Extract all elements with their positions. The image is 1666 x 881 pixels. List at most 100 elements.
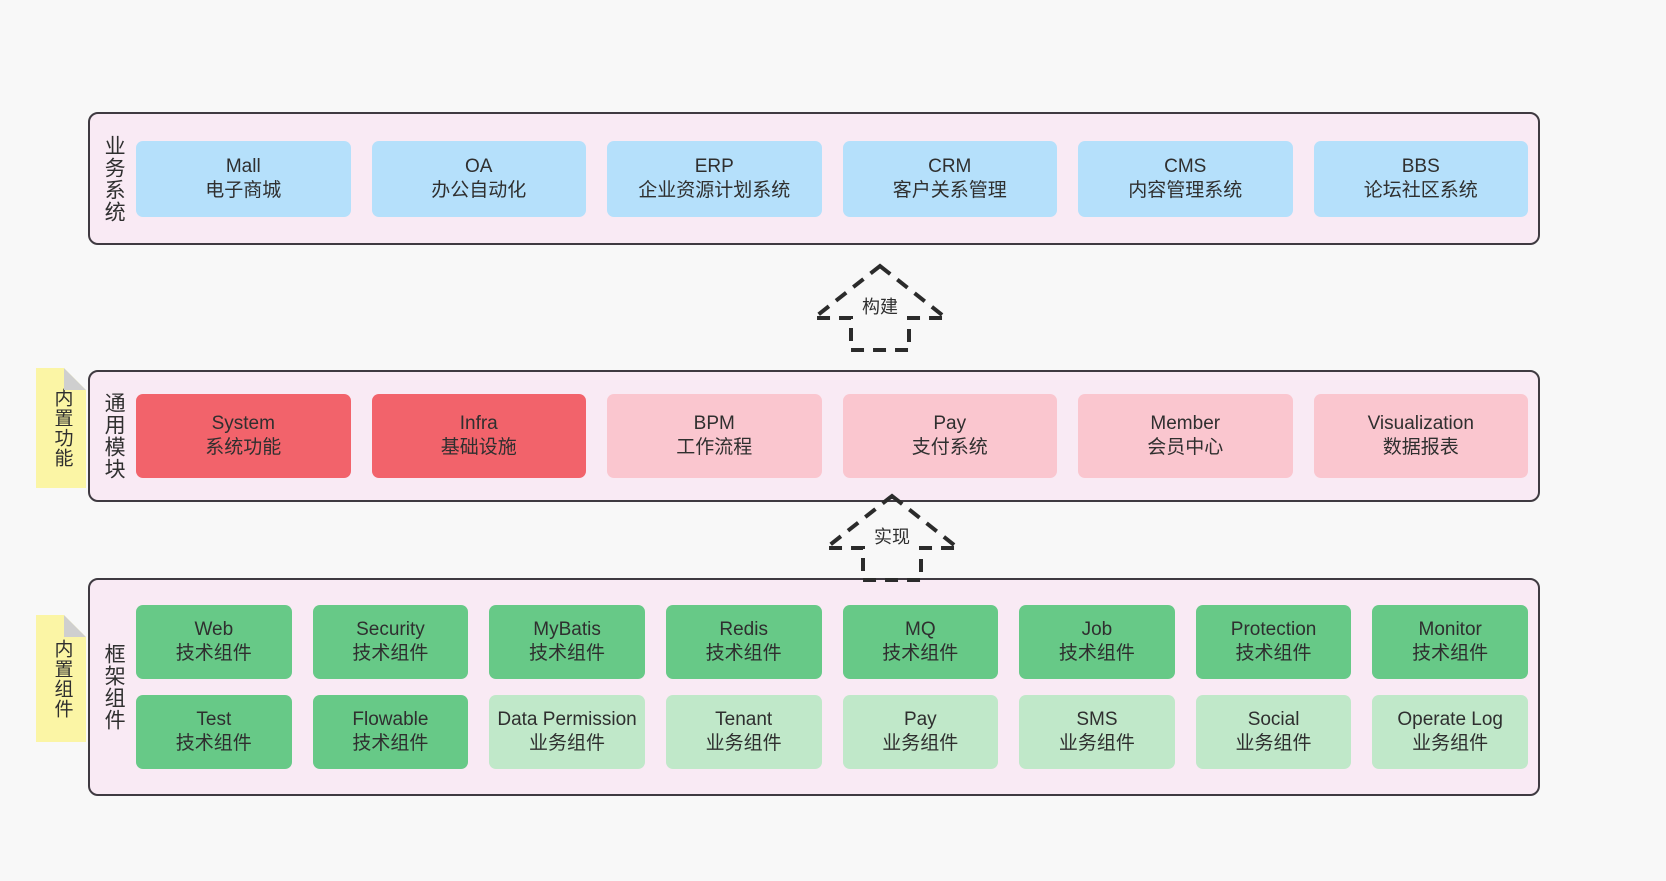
box-title: Visualization (1367, 413, 1474, 435)
framework-box-mybatis[interactable]: MyBatis 技术组件 (489, 605, 645, 679)
box-title: Mall (225, 155, 261, 177)
layer-framework-title: 框架组件 (102, 643, 126, 731)
box-subtitle: 技术组件 (882, 643, 959, 664)
box-title: MyBatis (533, 619, 601, 641)
box-title: SMS (1076, 709, 1118, 731)
business-box-mall[interactable]: Mall 电子商城 (136, 140, 351, 217)
layer-common-modules[interactable]: 通用模块 System 系统功能 Infra 基础设施 BPM 工作流程 Pay… (88, 370, 1540, 502)
note-builtin-function: 内置功能 (36, 368, 86, 488)
framework-box-test[interactable]: Test 技术组件 (136, 695, 292, 769)
layer-framework-components[interactable]: 框架组件 Web 技术组件 Security 技术组件 MyBatis 技术组件… (88, 578, 1540, 796)
connector-implement-arrow: 实现 (812, 492, 972, 582)
module-box-infra[interactable]: Infra 基础设施 (371, 394, 586, 478)
box-subtitle: 办公自动化 (431, 179, 527, 201)
framework-box-job[interactable]: Job 技术组件 (1019, 605, 1175, 679)
framework-box-social[interactable]: Social 业务组件 (1195, 695, 1352, 769)
framework-box-tenant[interactable]: Tenant 业务组件 (665, 695, 822, 769)
framework-box-data-permission[interactable]: Data Permission 业务组件 (489, 695, 645, 769)
box-title: Job (1081, 619, 1113, 641)
layer-business-systems[interactable]: 业务系统 Mall 电子商城 OA 办公自动化 ERP 企业资源计划系统 CRM… (88, 112, 1540, 245)
business-box-erp[interactable]: ERP 企业资源计划系统 (607, 140, 822, 217)
box-subtitle: 技术组件 (705, 643, 782, 664)
box-subtitle: 业务组件 (705, 733, 782, 754)
module-box-system[interactable]: System 系统功能 (136, 394, 351, 478)
business-box-bbs[interactable]: BBS 论坛社区系统 (1313, 140, 1528, 217)
module-box-member[interactable]: Member 会员中心 (1078, 394, 1293, 478)
box-title: Operate Log (1397, 709, 1503, 731)
framework-box-redis[interactable]: Redis 技术组件 (665, 605, 822, 679)
box-title: Pay (933, 413, 967, 435)
connector-build-arrow: 构建 (800, 262, 960, 352)
framework-row-business: Test 技术组件 Flowable 技术组件 Data Permission … (136, 695, 1528, 769)
note-builtin-component-label: 内置组件 (51, 638, 73, 719)
box-subtitle: 客户关系管理 (892, 179, 1007, 201)
box-subtitle: 业务组件 (529, 733, 606, 754)
connector-implement-label: 实现 (874, 527, 910, 547)
box-subtitle: 内容管理系统 (1128, 179, 1243, 201)
framework-row-technical: Web 技术组件 Security 技术组件 MyBatis 技术组件 Redi… (136, 605, 1528, 679)
business-box-oa[interactable]: OA 办公自动化 (371, 140, 586, 217)
module-box-row: System 系统功能 Infra 基础设施 BPM 工作流程 Pay 支付系统… (136, 394, 1528, 478)
box-title: Social (1247, 709, 1300, 731)
dashed-generalization-arrow-icon (808, 263, 952, 352)
box-title: Member (1150, 413, 1221, 435)
layer-modules-title: 通用模块 (102, 392, 126, 480)
box-title: OA (465, 155, 493, 177)
box-title: Monitor (1418, 619, 1482, 641)
box-subtitle: 业务组件 (1058, 733, 1135, 754)
framework-box-operate-log[interactable]: Operate Log 业务组件 (1372, 695, 1528, 769)
box-subtitle: 技术组件 (1235, 643, 1312, 664)
box-subtitle: 数据报表 (1382, 437, 1459, 458)
box-subtitle: 支付系统 (911, 437, 988, 458)
box-title: CMS (1164, 155, 1207, 177)
framework-box-web[interactable]: Web 技术组件 (136, 605, 292, 679)
note-fold-corner-icon (64, 615, 86, 637)
module-box-pay[interactable]: Pay 支付系统 (842, 394, 1057, 478)
box-subtitle: 技术组件 (1412, 643, 1489, 664)
connector-build-label: 构建 (862, 297, 898, 317)
box-title: Protection (1230, 619, 1317, 641)
box-title: Data Permission (497, 709, 637, 731)
box-subtitle: 企业资源计划系统 (638, 179, 791, 201)
box-title: Security (356, 619, 425, 641)
box-title: Pay (903, 709, 937, 731)
box-title: ERP (694, 155, 734, 177)
layer-business-body: Mall 电子商城 OA 办公自动化 ERP 企业资源计划系统 CRM 客户关系… (136, 114, 1538, 243)
box-title: Flowable (352, 709, 429, 731)
layer-modules-body: System 系统功能 Infra 基础设施 BPM 工作流程 Pay 支付系统… (136, 372, 1538, 500)
framework-box-sms[interactable]: SMS 业务组件 (1019, 695, 1175, 769)
dashed-generalization-arrow-icon (820, 493, 964, 582)
layer-framework-body: Web 技术组件 Security 技术组件 MyBatis 技术组件 Redi… (136, 580, 1538, 794)
box-title: Infra (459, 413, 498, 435)
business-box-cms[interactable]: CMS 内容管理系统 (1078, 140, 1293, 217)
note-fold-corner-icon (64, 368, 86, 390)
box-title: Test (196, 709, 232, 731)
box-subtitle: 业务组件 (882, 733, 959, 754)
business-box-crm[interactable]: CRM 客户关系管理 (842, 140, 1057, 217)
box-subtitle: 系统功能 (205, 437, 282, 458)
framework-box-mq[interactable]: MQ 技术组件 (842, 605, 999, 679)
box-subtitle: 技术组件 (175, 733, 252, 754)
framework-box-pay[interactable]: Pay 业务组件 (842, 695, 999, 769)
note-builtin-function-label: 内置功能 (51, 388, 73, 468)
box-subtitle: 技术组件 (352, 733, 429, 754)
module-box-visualization[interactable]: Visualization 数据报表 (1313, 394, 1528, 478)
framework-box-protection[interactable]: Protection 技术组件 (1195, 605, 1352, 679)
box-title: System (211, 413, 275, 435)
box-subtitle: 技术组件 (1058, 643, 1135, 664)
note-builtin-component: 内置组件 (36, 615, 86, 742)
box-subtitle: 技术组件 (352, 643, 429, 664)
box-subtitle: 技术组件 (175, 643, 252, 664)
box-subtitle: 电子商城 (205, 179, 282, 201)
box-subtitle: 技术组件 (529, 643, 606, 664)
module-box-bpm[interactable]: BPM 工作流程 (607, 394, 822, 478)
box-subtitle: 工作流程 (676, 437, 753, 458)
business-box-row: Mall 电子商城 OA 办公自动化 ERP 企业资源计划系统 CRM 客户关系… (136, 140, 1528, 217)
framework-box-monitor[interactable]: Monitor 技术组件 (1372, 605, 1528, 679)
box-subtitle: 论坛社区系统 (1363, 179, 1478, 201)
box-title: BPM (693, 413, 735, 435)
framework-box-security[interactable]: Security 技术组件 (312, 605, 469, 679)
framework-box-flowable[interactable]: Flowable 技术组件 (312, 695, 469, 769)
box-title: BBS (1401, 155, 1440, 177)
